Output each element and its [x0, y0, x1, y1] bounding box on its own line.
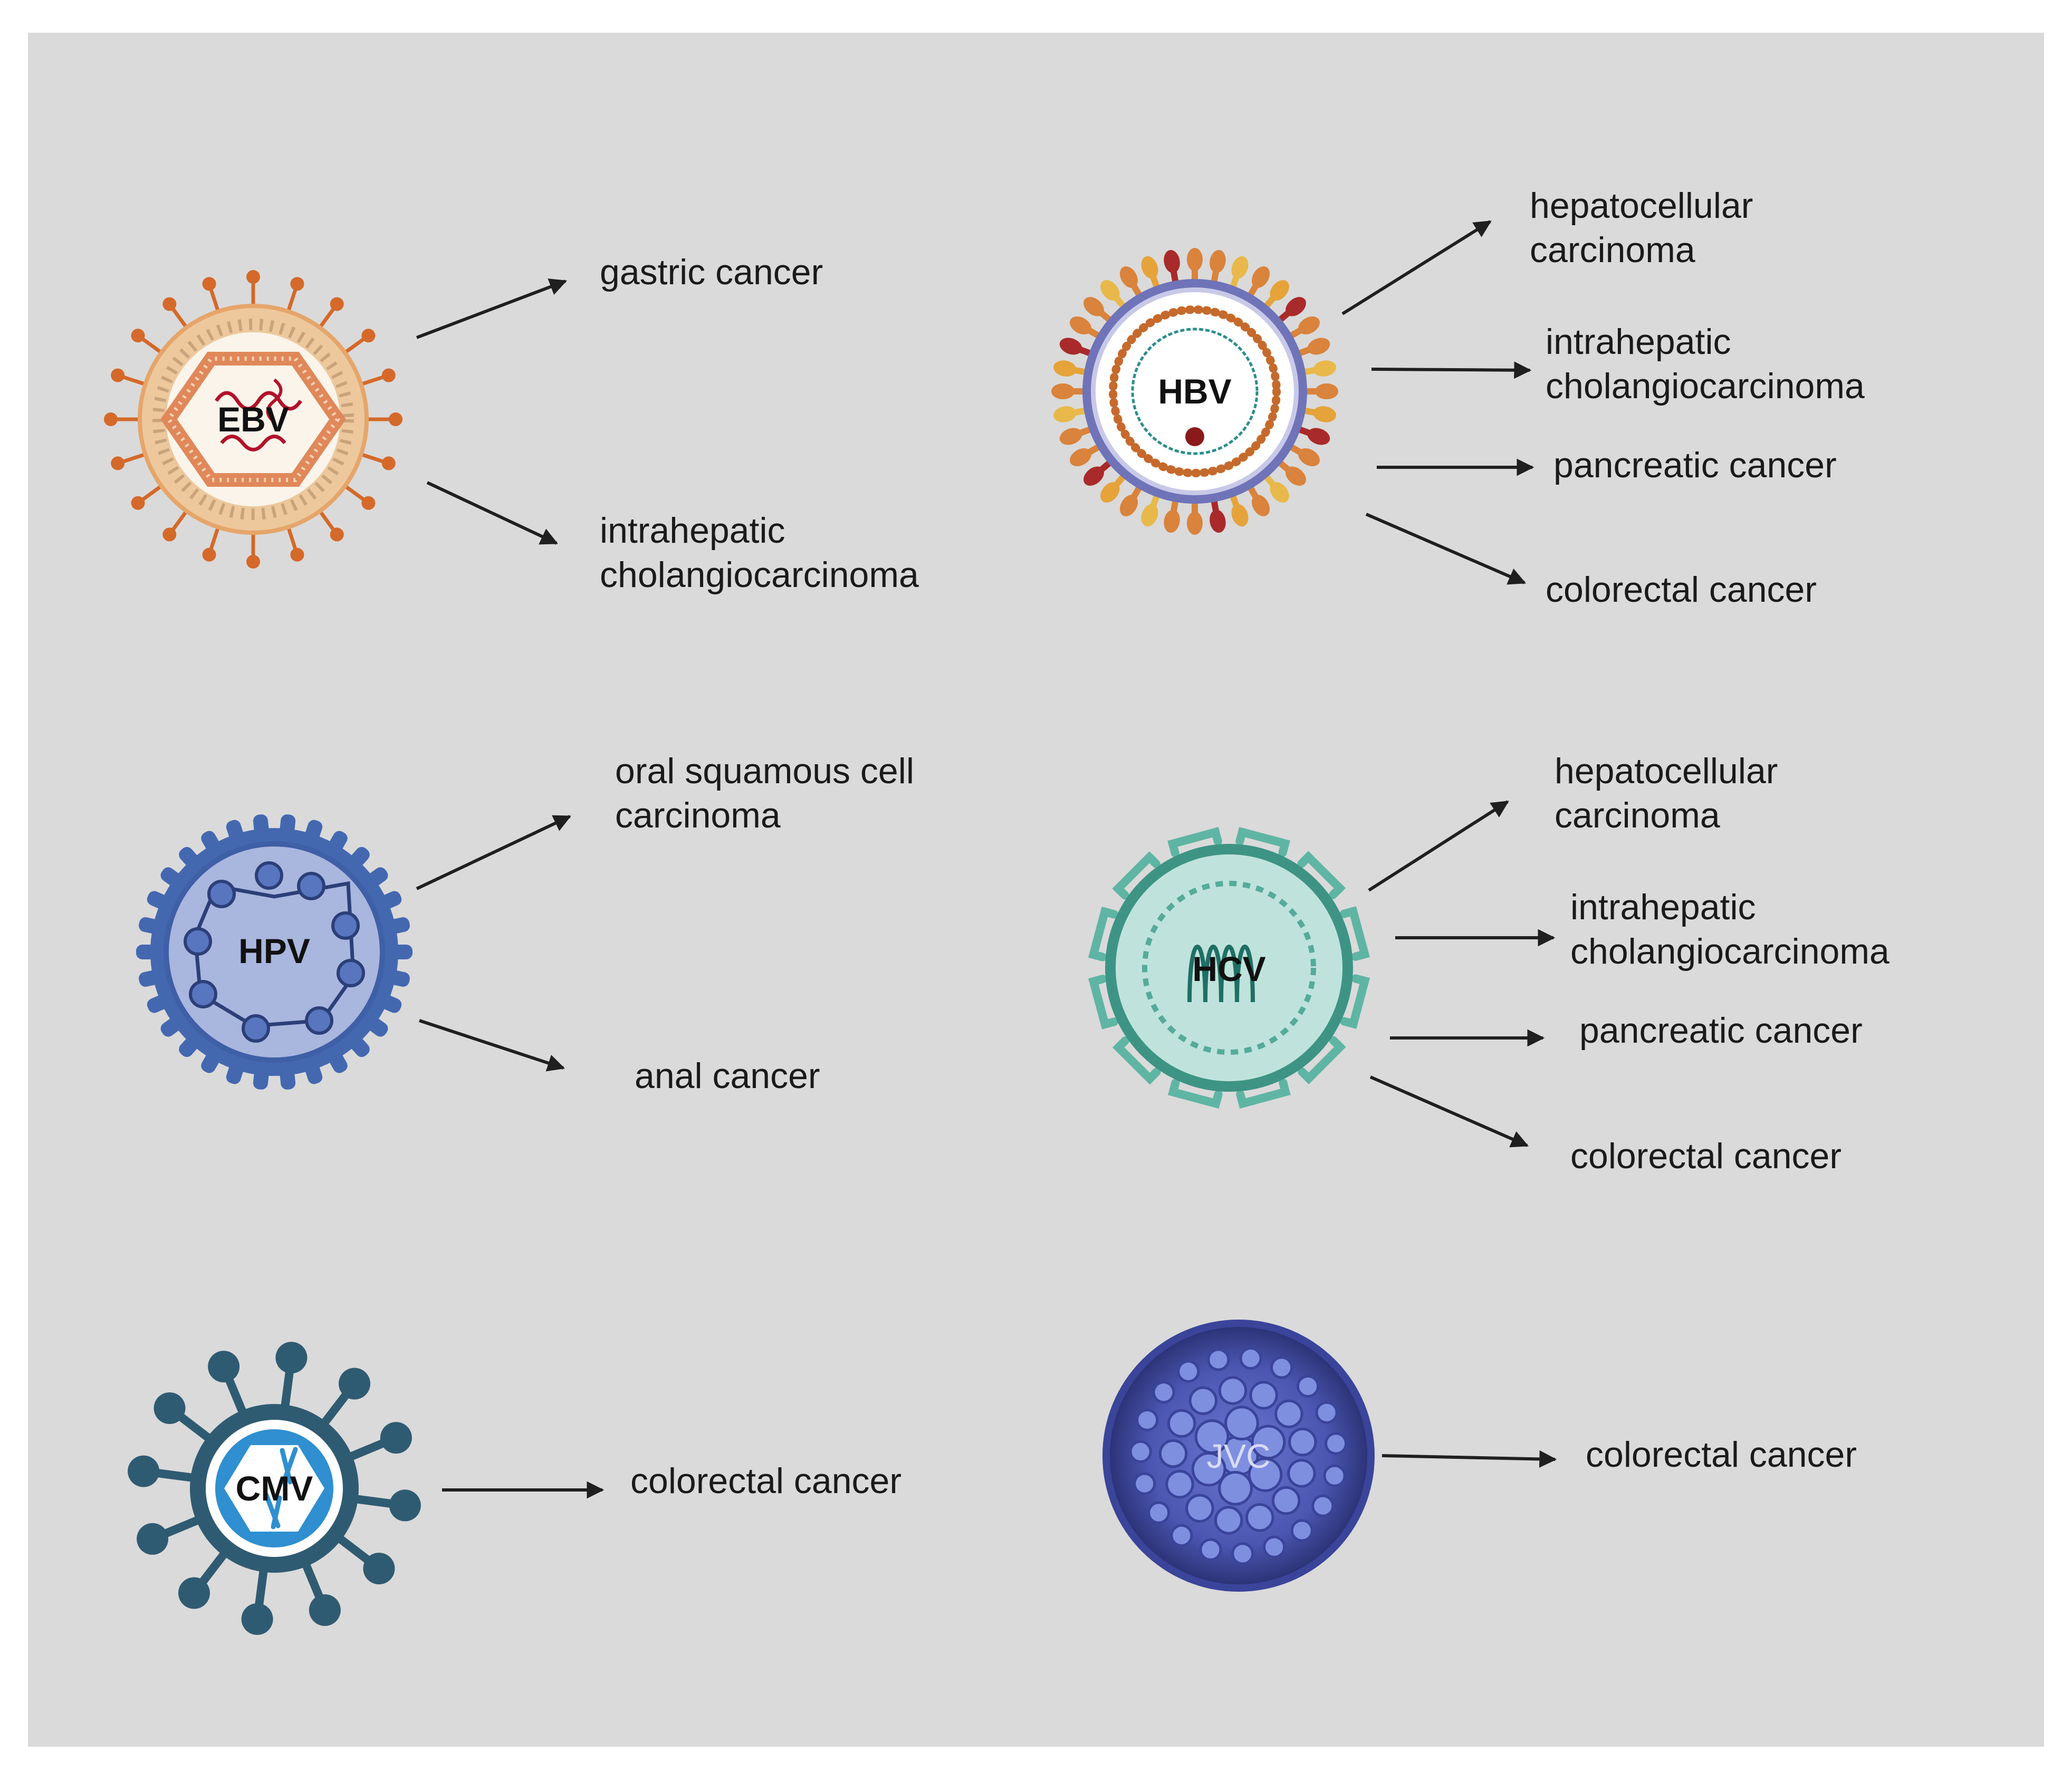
arrow-hbv-cholangio: [1371, 361, 1532, 379]
ebv-cancer-cholangio-line2: cholangiocarcinoma: [600, 555, 919, 595]
arrow-hpv-anal: [419, 1019, 565, 1072]
hpv-label: HPV: [238, 931, 310, 970]
hpv-cancer-oral-line1: oral squamous cell: [615, 751, 914, 791]
hcv-cancer-hcc-line2: carcinoma: [1555, 795, 1720, 835]
hpv-cancer-oral-line2: carcinoma: [615, 795, 781, 835]
hbv-virion-icon: HBV: [1051, 248, 1338, 535]
cmv-cancer-colorectal: colorectal cancer: [630, 1461, 902, 1501]
arrow-hcv-hcc: [1368, 800, 1509, 892]
hcv-cancer-pancreatic: pancreatic cancer: [1579, 1011, 1863, 1051]
arrow-jvc-colorectal: [1382, 1450, 1557, 1468]
hbv-cancer-hcc-line2: carcinoma: [1530, 230, 1695, 270]
ebv-cancer-gastric: gastric cancer: [600, 252, 823, 292]
arrow-hpv-oral: [416, 815, 571, 890]
arrow-hbv-colorectal: [1365, 513, 1527, 585]
arrow-ebv-gastric: [416, 278, 568, 339]
hbv-cancer-hcc-line1: hepatocellular: [1530, 186, 1753, 226]
jvc-virion-icon: JVC: [1102, 1320, 1375, 1592]
hcv-cancer-cholangio-line1: intrahepatic: [1570, 887, 1756, 927]
hbv-cancer-pancreatic: pancreatic cancer: [1553, 445, 1837, 485]
hbv-cancer-colorectal: colorectal cancer: [1546, 570, 1817, 610]
hpv-cancer-anal: anal cancer: [635, 1056, 820, 1096]
hcv-cancer-cholangio-line2: cholangiocarcinoma: [1570, 931, 1889, 971]
arrow-hbv-hcc: [1341, 220, 1492, 315]
arrow-ebv-cholangio: [426, 481, 558, 545]
arrow-hcv-colorectal: [1369, 1075, 1529, 1148]
hbv-cancer-cholangio-line2: cholangiocarcinoma: [1546, 366, 1865, 406]
hcv-cancer-colorectal: colorectal cancer: [1570, 1136, 1842, 1176]
hcv-label: HCV: [1192, 949, 1265, 988]
hcv-virion-icon: HCV: [1088, 826, 1370, 1109]
cmv-label: CMV: [236, 1469, 313, 1508]
hcv-cancer-hcc-line1: hepatocellular: [1555, 751, 1778, 791]
jvc-cancer-colorectal: colorectal cancer: [1586, 1435, 1857, 1475]
hpv-virion-icon: HPV: [136, 814, 413, 1090]
hbv-label: HBV: [1158, 372, 1231, 411]
ebv-virion-icon: EBV: [104, 270, 402, 569]
hbv-cancer-cholangio-line1: intrahepatic: [1546, 322, 1731, 362]
ebv-label: EBV: [217, 400, 289, 439]
ebv-cancer-cholangio-line1: intrahepatic: [600, 511, 785, 551]
cmv-virion-icon: CMV: [128, 1342, 421, 1635]
jvc-label: JVC: [1207, 1437, 1271, 1475]
